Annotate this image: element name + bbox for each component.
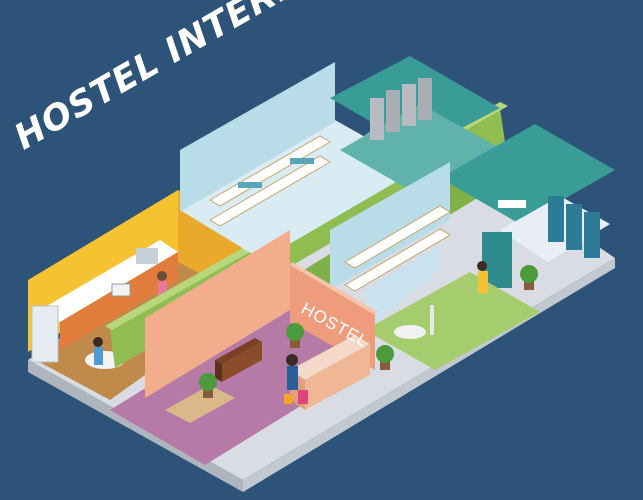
sink-icon xyxy=(498,200,526,208)
bathroom-wall xyxy=(440,124,615,224)
bunk-bed-icon xyxy=(209,135,331,227)
floor-lamp-icon xyxy=(430,305,434,335)
guest-figure-icon xyxy=(94,347,103,365)
bunk-bed-icon xyxy=(344,205,451,292)
potted-plant-icon xyxy=(286,323,304,348)
guest-figure-icon xyxy=(158,281,167,301)
floor-slab-side xyxy=(28,360,243,492)
lobby-left-wall xyxy=(145,230,290,398)
refrigerator-icon xyxy=(31,305,59,363)
guest-figure-icon xyxy=(157,271,167,281)
microwave-icon xyxy=(111,283,131,297)
guest-figure-icon xyxy=(286,354,298,366)
luggage-icon xyxy=(284,394,292,404)
lounge-table-icon xyxy=(394,325,426,339)
locker-icon xyxy=(370,78,432,140)
guest-figure-icon xyxy=(477,261,487,271)
lobby-wall-front xyxy=(290,262,378,315)
potted-plant-icon xyxy=(520,265,538,290)
lounge-floor xyxy=(365,272,540,370)
rug-icon xyxy=(165,385,235,423)
luggage-icon xyxy=(298,390,308,404)
shower-stall-icon xyxy=(548,196,600,258)
potted-plant-icon xyxy=(199,373,217,398)
stove-hood-icon xyxy=(136,248,158,264)
sofa-icon xyxy=(215,338,262,382)
dorm-back-wall xyxy=(180,62,335,212)
guest-figure-icon xyxy=(287,366,298,390)
guest-figure-icon xyxy=(93,337,103,347)
guest-figure-icon xyxy=(478,271,488,293)
lobby-floor xyxy=(110,305,375,465)
lounge-wall xyxy=(365,246,440,330)
kitchen-cabinets xyxy=(60,252,178,350)
potted-plant-icon xyxy=(376,345,394,370)
